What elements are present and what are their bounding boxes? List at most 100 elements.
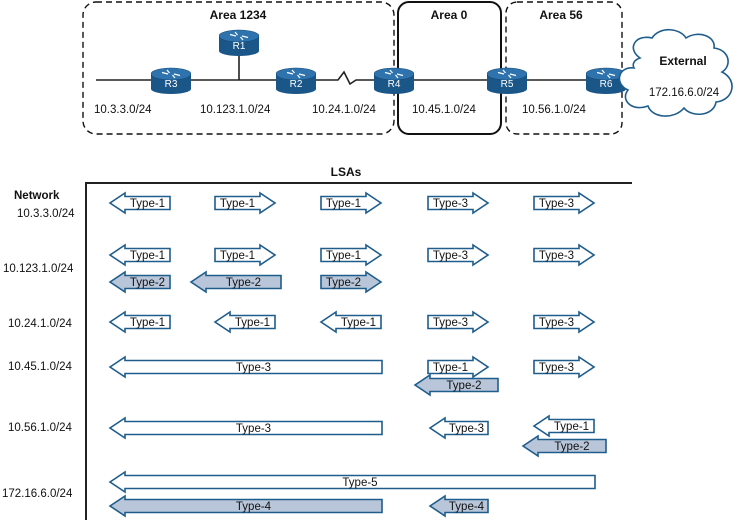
network-row-label: 10.45.1.0/24 [8,361,73,373]
area-0-label: Area 0 [431,8,468,22]
lsa-arrow: Type-2 [320,270,383,294]
topology: Area 1234 Area 0 Area 56 R1 R3 R2 R4 [82,1,733,135]
lsa-arrow: Type-1 [320,191,383,215]
lsa-type-label: Type-2 [130,277,165,289]
lsa-type-label: Type-1 [235,317,270,329]
lsa-arrow: Type-3 [108,416,383,440]
router-r4: R4 [374,67,414,94]
lsa-arrow: Type-3 [533,355,596,379]
lsa-arrow-outline [532,414,595,438]
lsa-arrow-shaded [108,270,171,294]
router-r1: R1 [219,29,259,56]
lsa-arrow: Type-2 [413,373,499,397]
lsa-type-label: Type-1 [220,198,255,210]
network-row-label: 10.24.1.0/24 [8,318,73,330]
lsa-type-label: Type-3 [539,362,574,374]
network-row-label: 172.16.6.0/24 [2,488,73,500]
subnet-label: 10.123.1.0/24 [200,104,271,116]
lsa-arrow: Type-3 [533,310,596,334]
lsa-arrow: Type-1 [532,414,595,438]
lsa-arrow: Type-4 [108,494,383,518]
lsa-arrow: Type-5 [108,470,596,494]
lsa-type-label: Type-1 [326,198,361,210]
lsa-type-label: Type-1 [341,317,376,329]
lsa-type-label: Type-3 [433,317,468,329]
lsa-arrow-outline [108,310,171,334]
lsa-type-label: Type-3 [539,250,574,262]
lsa-arrow: Type-1 [214,243,277,267]
subnet-label: 10.45.1.0/24 [412,104,477,116]
lsa-arrow-outline [108,191,171,215]
router-r6: R6 [586,67,626,94]
lsa-arrow: Type-2 [189,270,282,294]
router-r5: R5 [487,67,527,94]
lsa-arrow: Type-1 [108,243,171,267]
network-row-label: 10.123.1.0/24 [3,263,74,275]
lsa-arrow-outline [320,191,383,215]
lsa-arrow-outline [533,191,596,215]
area-56-label: Area 56 [539,8,583,22]
lsa-arrow-shaded [413,373,499,397]
lsa-type-label: Type-2 [554,441,589,453]
lsa-type-label: Type-1 [130,250,165,262]
lsa-arrow: Type-3 [427,191,490,215]
lsa-type-label: Type-1 [130,198,165,210]
lsa-arrow-outline [108,355,383,379]
router-r6-label: R6 [600,79,613,90]
lsa-arrow: Type-1 [108,191,171,215]
lsa-arrow-outline [319,310,382,334]
subnet-label: 10.56.1.0/24 [522,104,587,116]
lsa-arrow: Type-3 [108,355,383,379]
lsa-type-label: Type-1 [554,421,589,433]
lsa-arrow-outline [108,470,596,494]
lsa-arrow-outline [108,416,383,440]
router-r4-label: R4 [388,79,401,90]
lsa-arrow-outline [427,355,490,379]
lsa-type-label: Type-3 [433,198,468,210]
lsa-type-label: Type-4 [236,501,272,513]
external-label: External [659,54,706,68]
lsa-arrow-outline [427,310,490,334]
lsa-arrow: Type-3 [428,416,489,440]
network-row-label: 10.56.1.0/24 [8,422,73,434]
lsa-arrow: Type-1 [214,191,277,215]
lsa-arrow: Type-1 [319,310,382,334]
area-1234-boundary [82,1,395,135]
lsa-arrow-shaded [521,434,607,458]
router-r3-label: R3 [165,79,178,90]
lsa-type-label: Type-3 [236,423,271,435]
lsa-type-label: Type-3 [449,423,484,435]
lsa-arrow-shaded [108,494,383,518]
lsa-type-label: Type-5 [342,477,377,489]
lsa-table: LSAs Network 10.3.3.0/24 10.123.1.0/24 1… [2,165,632,520]
lsa-arrow-shaded [428,494,489,518]
lsa-arrow: Type-1 [213,310,276,334]
network-row-label: 10.3.3.0/24 [17,208,75,220]
lsa-arrow: Type-1 [320,243,383,267]
lsa-type-label: Type-3 [433,250,468,262]
router-r2: R2 [276,67,316,94]
external-cloud-icon [618,28,733,117]
lsa-type-label: Type-1 [326,250,361,262]
lsa-arrow-shaded [189,270,282,294]
lsa-arrow: Type-1 [427,355,490,379]
lsa-type-label: Type-2 [446,380,481,392]
lsa-type-label: Type-3 [539,198,574,210]
subnet-label: 10.24.1.0/24 [312,104,377,116]
lsa-arrow-outline [427,191,490,215]
lsa-arrow: Type-4 [428,494,489,518]
lsa-arrow: Type-3 [427,243,490,267]
router-r5-label: R5 [501,79,514,90]
lsa-type-label: Type-2 [326,277,361,289]
lsa-type-label: Type-1 [220,250,255,262]
subnet-label: 10.3.3.0/24 [94,104,152,116]
lsa-arrow-outline [533,310,596,334]
lsa-type-label: Type-3 [539,317,574,329]
lsa-type-label: Type-1 [130,317,165,329]
lsa-arrow: Type-3 [427,310,490,334]
lsa-arrow-outline [320,243,383,267]
lsa-arrow-outline [213,310,276,334]
lsa-type-label: Type-4 [449,501,485,513]
lsa-arrow-outline [533,355,596,379]
